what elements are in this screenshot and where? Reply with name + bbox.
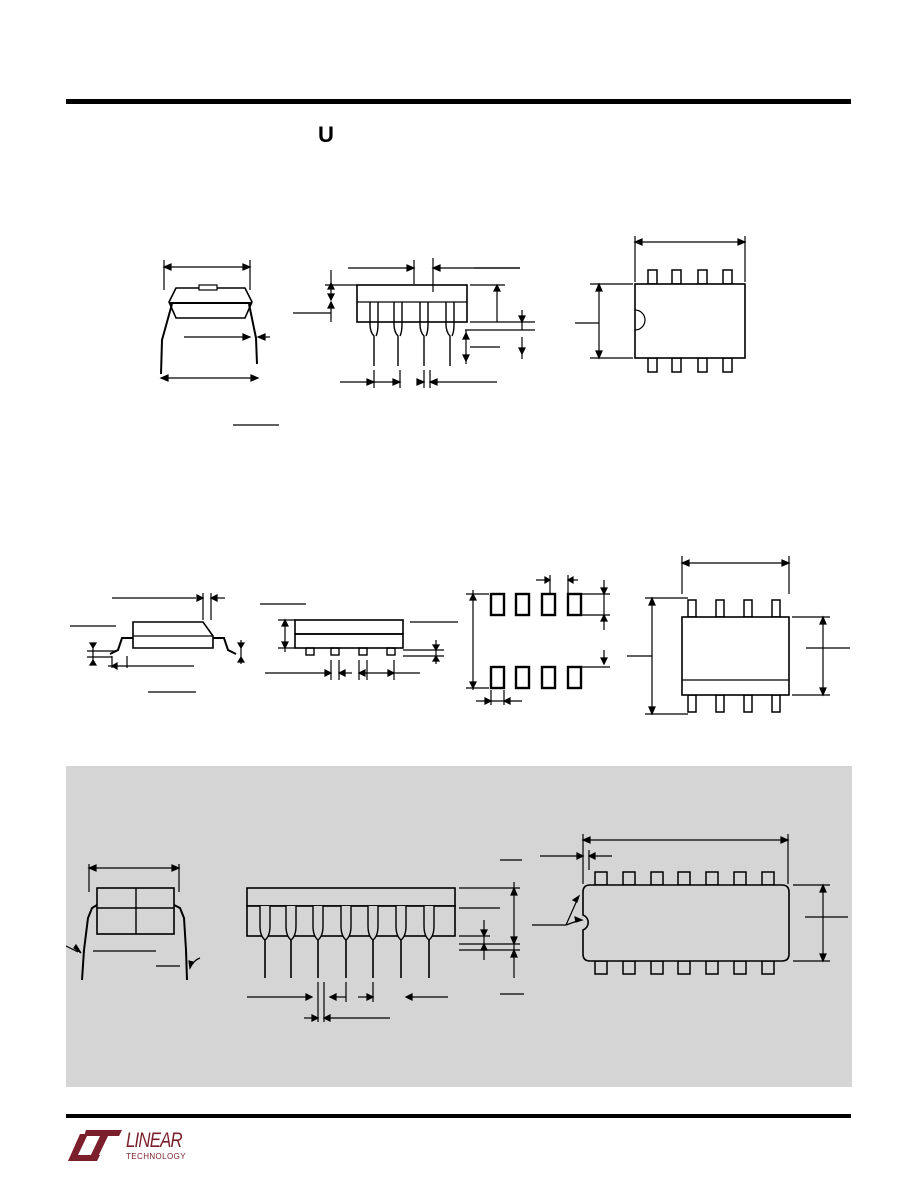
linear-technology-logo: LINEAR TECHNOLOGY [66,1128,196,1164]
cerdip14-end-view [65,864,201,981]
pdip8-end-view [159,260,279,426]
bottom-rule [66,1114,851,1118]
cerdip14-side-view [246,859,524,1022]
so8-front-view [260,603,458,680]
lt-logo-icon [68,1130,122,1161]
section-heading: U [318,122,334,147]
so8-side-view [70,593,246,693]
pdip8-side-view [293,258,535,388]
cerdip14-top-view [532,834,848,975]
so8-top-view [627,556,850,716]
pdip8-top-view [575,236,747,373]
so8-pad-footprint [466,575,610,705]
top-rule [66,99,851,104]
logo-wordmark-linear: LINEAR [126,1129,183,1152]
logo-wordmark-technology: TECHNOLOGY [126,1152,187,1161]
